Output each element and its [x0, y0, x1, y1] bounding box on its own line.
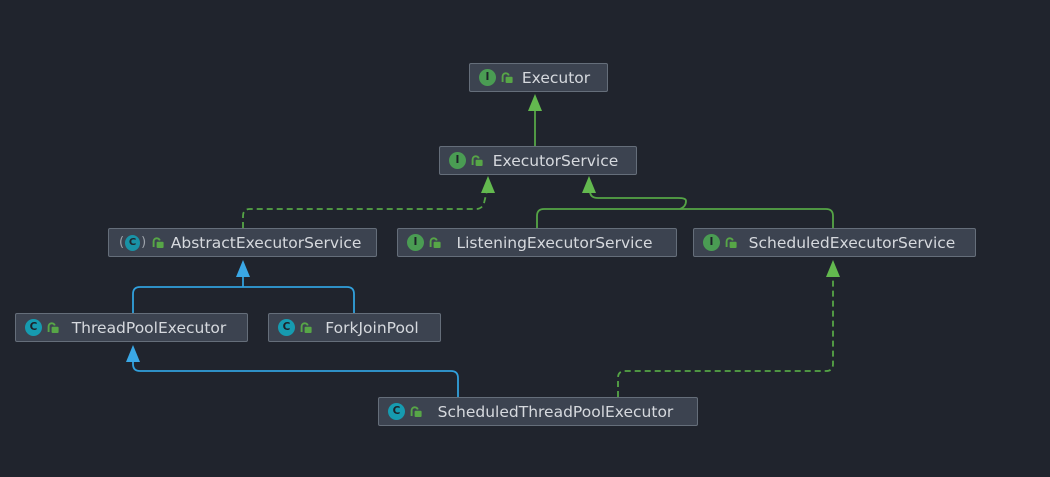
arrowhead-executor: [528, 94, 542, 111]
public-visibility-lock-icon: [47, 321, 59, 333]
public-visibility-lock-icon: [410, 405, 422, 417]
edge-threadpool-forkjoin-extends-abstract-bus: [132, 286, 355, 313]
class-icon: C: [278, 319, 295, 336]
node-label: AbstractExecutorService: [170, 233, 362, 252]
abstract-class-icon: ( C ): [119, 234, 147, 251]
interface-icon: I: [479, 69, 496, 86]
edge-stpe-implements-scheduledexecutorservice: [617, 277, 834, 397]
edge-listening-scheduled-extends-executorservice-riser: [589, 190, 687, 210]
node-forkjoinpool[interactable]: C ForkJoinPool: [268, 313, 441, 342]
node-label: ExecutorService: [492, 151, 619, 170]
class-icon: C: [388, 403, 405, 420]
edge-abstractexecutorservice-implements-executorservice: [242, 192, 488, 228]
arrowhead-abstractexecutorservice: [236, 260, 250, 277]
interface-icon: I: [703, 234, 720, 251]
public-visibility-lock-icon: [152, 236, 164, 248]
node-label: ListeningExecutorService: [456, 233, 653, 252]
public-visibility-lock-icon: [501, 71, 513, 83]
interface-icon: I: [449, 152, 466, 169]
public-visibility-lock-icon: [300, 321, 312, 333]
arrowhead-scheduledexecutorservice: [826, 260, 840, 277]
interface-icon: I: [407, 234, 424, 251]
public-visibility-lock-icon: [471, 154, 483, 166]
node-label: ForkJoinPool: [325, 318, 419, 337]
arrowhead-executorservice-right: [582, 176, 596, 193]
edge-listening-scheduled-extends-executorservice-bus: [536, 208, 834, 228]
edge-stpe-extends-threadpoolexecutor: [132, 361, 459, 397]
public-visibility-lock-icon: [429, 236, 441, 248]
public-visibility-lock-icon: [725, 236, 737, 248]
node-label: ScheduledExecutorService: [748, 233, 956, 252]
node-scheduledthreadpoolexecutor[interactable]: C ScheduledThreadPoolExecutor: [378, 397, 698, 426]
node-label: ThreadPoolExecutor: [71, 318, 227, 337]
node-label: Executor: [521, 68, 591, 87]
node-scheduledexecutorservice[interactable]: I ScheduledExecutorService: [693, 228, 976, 257]
node-label: ScheduledThreadPoolExecutor: [437, 402, 674, 421]
class-icon: C: [25, 319, 42, 336]
node-abstractexecutorservice[interactable]: ( C ) AbstractExecutorService: [108, 228, 377, 257]
node-executor[interactable]: I Executor: [469, 63, 608, 92]
node-executorservice[interactable]: I ExecutorService: [439, 146, 637, 175]
arrowhead-threadpoolexecutor: [126, 345, 140, 362]
arrowhead-executorservice-left: [481, 176, 495, 193]
node-listeningexecutorservice[interactable]: I ListeningExecutorService: [397, 228, 677, 257]
node-threadpoolexecutor[interactable]: C ThreadPoolExecutor: [15, 313, 248, 342]
